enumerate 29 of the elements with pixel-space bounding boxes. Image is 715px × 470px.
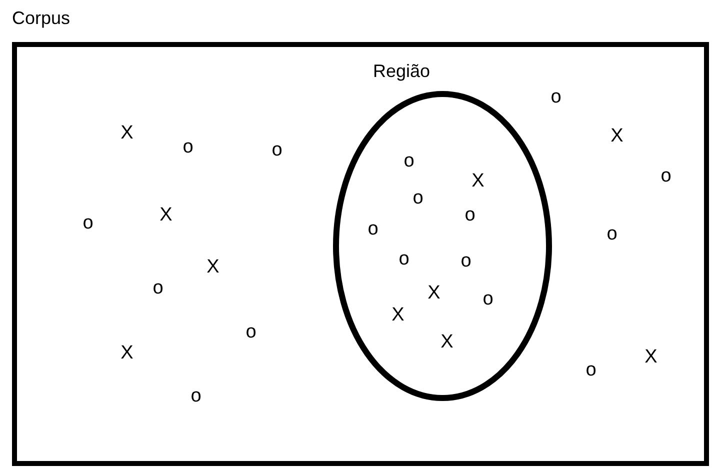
data-point-symbol: o xyxy=(82,214,94,232)
data-point-symbol: o xyxy=(550,88,562,106)
data-point-symbol: X xyxy=(160,206,172,224)
data-point-symbol: o xyxy=(272,140,282,160)
data-point-symbol: X xyxy=(120,124,134,142)
data-point-symbol: o xyxy=(152,278,164,298)
data-point-symbol: o xyxy=(368,220,378,238)
region-title: Região xyxy=(373,62,430,80)
data-point-symbol: X xyxy=(610,126,624,146)
data-point-symbol: X xyxy=(440,332,454,352)
data-point-symbol: X xyxy=(206,258,220,276)
region-title: Corpus xyxy=(12,9,70,27)
data-point-symbol: o xyxy=(190,386,202,406)
data-point-symbol: X xyxy=(644,348,658,366)
data-point-symbol: o xyxy=(482,290,494,308)
data-point-symbol: o xyxy=(464,206,476,224)
data-point-symbol: X xyxy=(392,306,404,324)
data-point-symbol: o xyxy=(460,252,472,270)
data-point-symbol: o xyxy=(412,188,424,208)
data-point-symbol: o xyxy=(404,152,414,170)
data-point-symbol: o xyxy=(586,360,596,380)
data-point-symbol: o xyxy=(606,224,618,244)
data-point-symbol: o xyxy=(246,322,256,342)
data-point-symbol: X xyxy=(120,344,134,362)
data-point-symbol: o xyxy=(182,138,194,156)
data-point-symbol: o xyxy=(398,250,410,268)
data-point-symbol: X xyxy=(428,284,440,302)
data-point-symbol: o xyxy=(660,166,672,186)
data-point-symbol: X xyxy=(472,172,484,190)
